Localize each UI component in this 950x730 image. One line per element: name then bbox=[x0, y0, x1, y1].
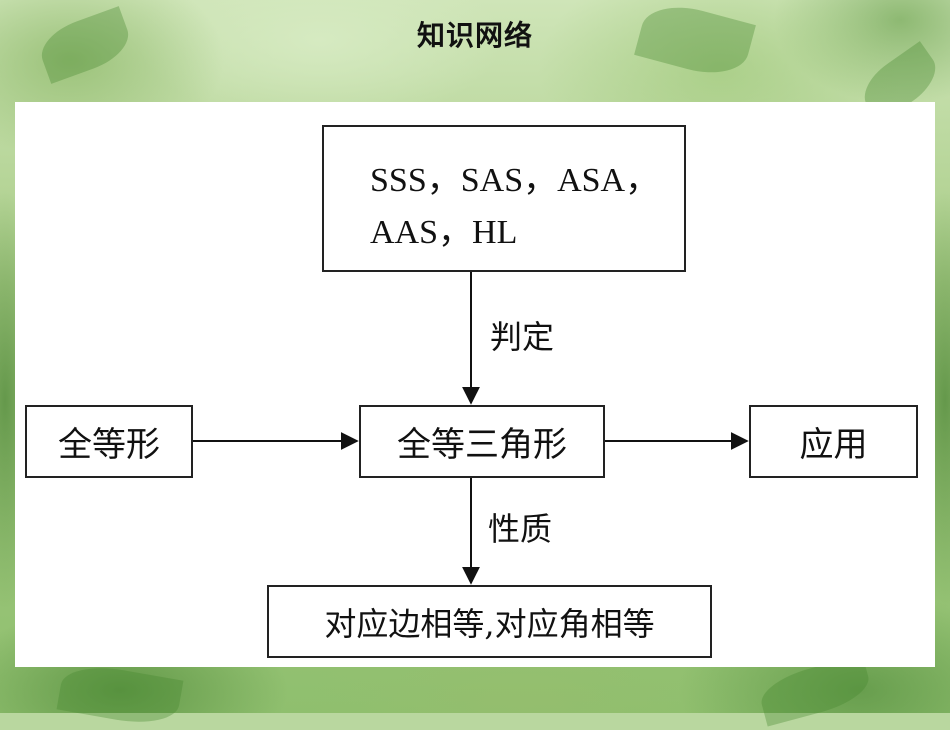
properties-label: 对应边相等,对应角相等 bbox=[324, 604, 655, 643]
congruent-triangles-label: 全等三角形 bbox=[397, 425, 567, 465]
criteria-line-1: SSS，SAS，ASA， bbox=[370, 162, 660, 199]
criteria-line-2: AAS，HL bbox=[370, 214, 518, 251]
congruent-figures-label: 全等形 bbox=[58, 425, 160, 465]
page-title: 知识网络 bbox=[416, 19, 533, 52]
properties-box: 对应边相等,对应角相等 bbox=[267, 585, 712, 658]
application-box: 应用 bbox=[749, 405, 918, 478]
edge-label-property: 性质 bbox=[488, 510, 553, 548]
congruent-figures-box: 全等形 bbox=[25, 405, 193, 478]
criteria-box: SSS，SAS，ASA， AAS，HL bbox=[322, 125, 686, 272]
congruent-triangles-box: 全等三角形 bbox=[359, 405, 605, 478]
application-label: 应用 bbox=[799, 425, 868, 465]
leaf-decoration bbox=[56, 659, 184, 730]
edge-label-judge: 判定 bbox=[490, 318, 555, 356]
